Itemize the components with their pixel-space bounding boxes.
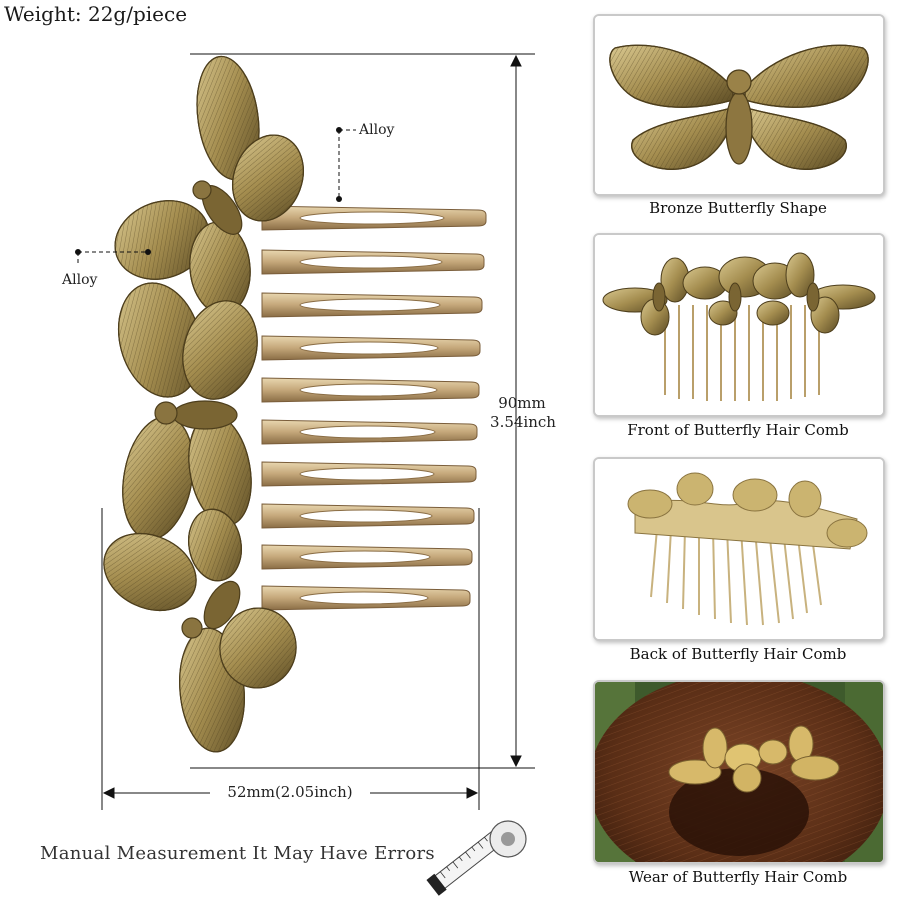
- height-mm-label: 90mm: [498, 394, 546, 412]
- comb-teeth: [261, 205, 487, 611]
- width-label: 52mm(2.05inch): [210, 783, 370, 801]
- thumbnail-front-of-comb[interactable]: [593, 233, 885, 417]
- main-product-image: [75, 53, 535, 810]
- tape-measure-icon: [426, 820, 527, 896]
- thumbnail-back-of-comb[interactable]: [593, 457, 885, 641]
- thumbnail-wear-of-comb[interactable]: [593, 680, 885, 864]
- measurement-note: Manual Measurement It May Have Errors: [40, 843, 435, 864]
- comb-tooth-gap: [299, 467, 435, 481]
- weight-label: Weight: 22g/piece: [4, 2, 188, 26]
- comb-tooth-gap: [299, 211, 445, 225]
- comb-tooth-gap: [299, 255, 443, 269]
- comb-tooth-gap: [299, 591, 429, 605]
- comb-tooth-gap: [299, 509, 433, 523]
- caption-butterfly-shape: Bronze Butterfly Shape: [649, 199, 827, 217]
- comb-tooth-gap: [299, 341, 439, 355]
- height-inch-label: 3.54inch: [490, 413, 556, 431]
- caption-front-of-comb: Front of Butterfly Hair Comb: [627, 421, 849, 439]
- alloy-label-butterfly: Alloy: [62, 272, 98, 288]
- caption-back-of-comb: Back of Butterfly Hair Comb: [629, 645, 847, 663]
- butterfly-cluster: [103, 55, 304, 753]
- comb-tooth-gap: [299, 550, 431, 564]
- comb-tooth-gap: [299, 425, 436, 439]
- caption-wear-of-comb: Wear of Butterfly Hair Comb: [628, 868, 848, 886]
- comb-tooth-gap: [299, 383, 438, 397]
- thumbnail-butterfly-shape[interactable]: [593, 14, 885, 196]
- comb-tooth-gap: [299, 298, 441, 312]
- alloy-label-tooth: Alloy: [359, 122, 395, 138]
